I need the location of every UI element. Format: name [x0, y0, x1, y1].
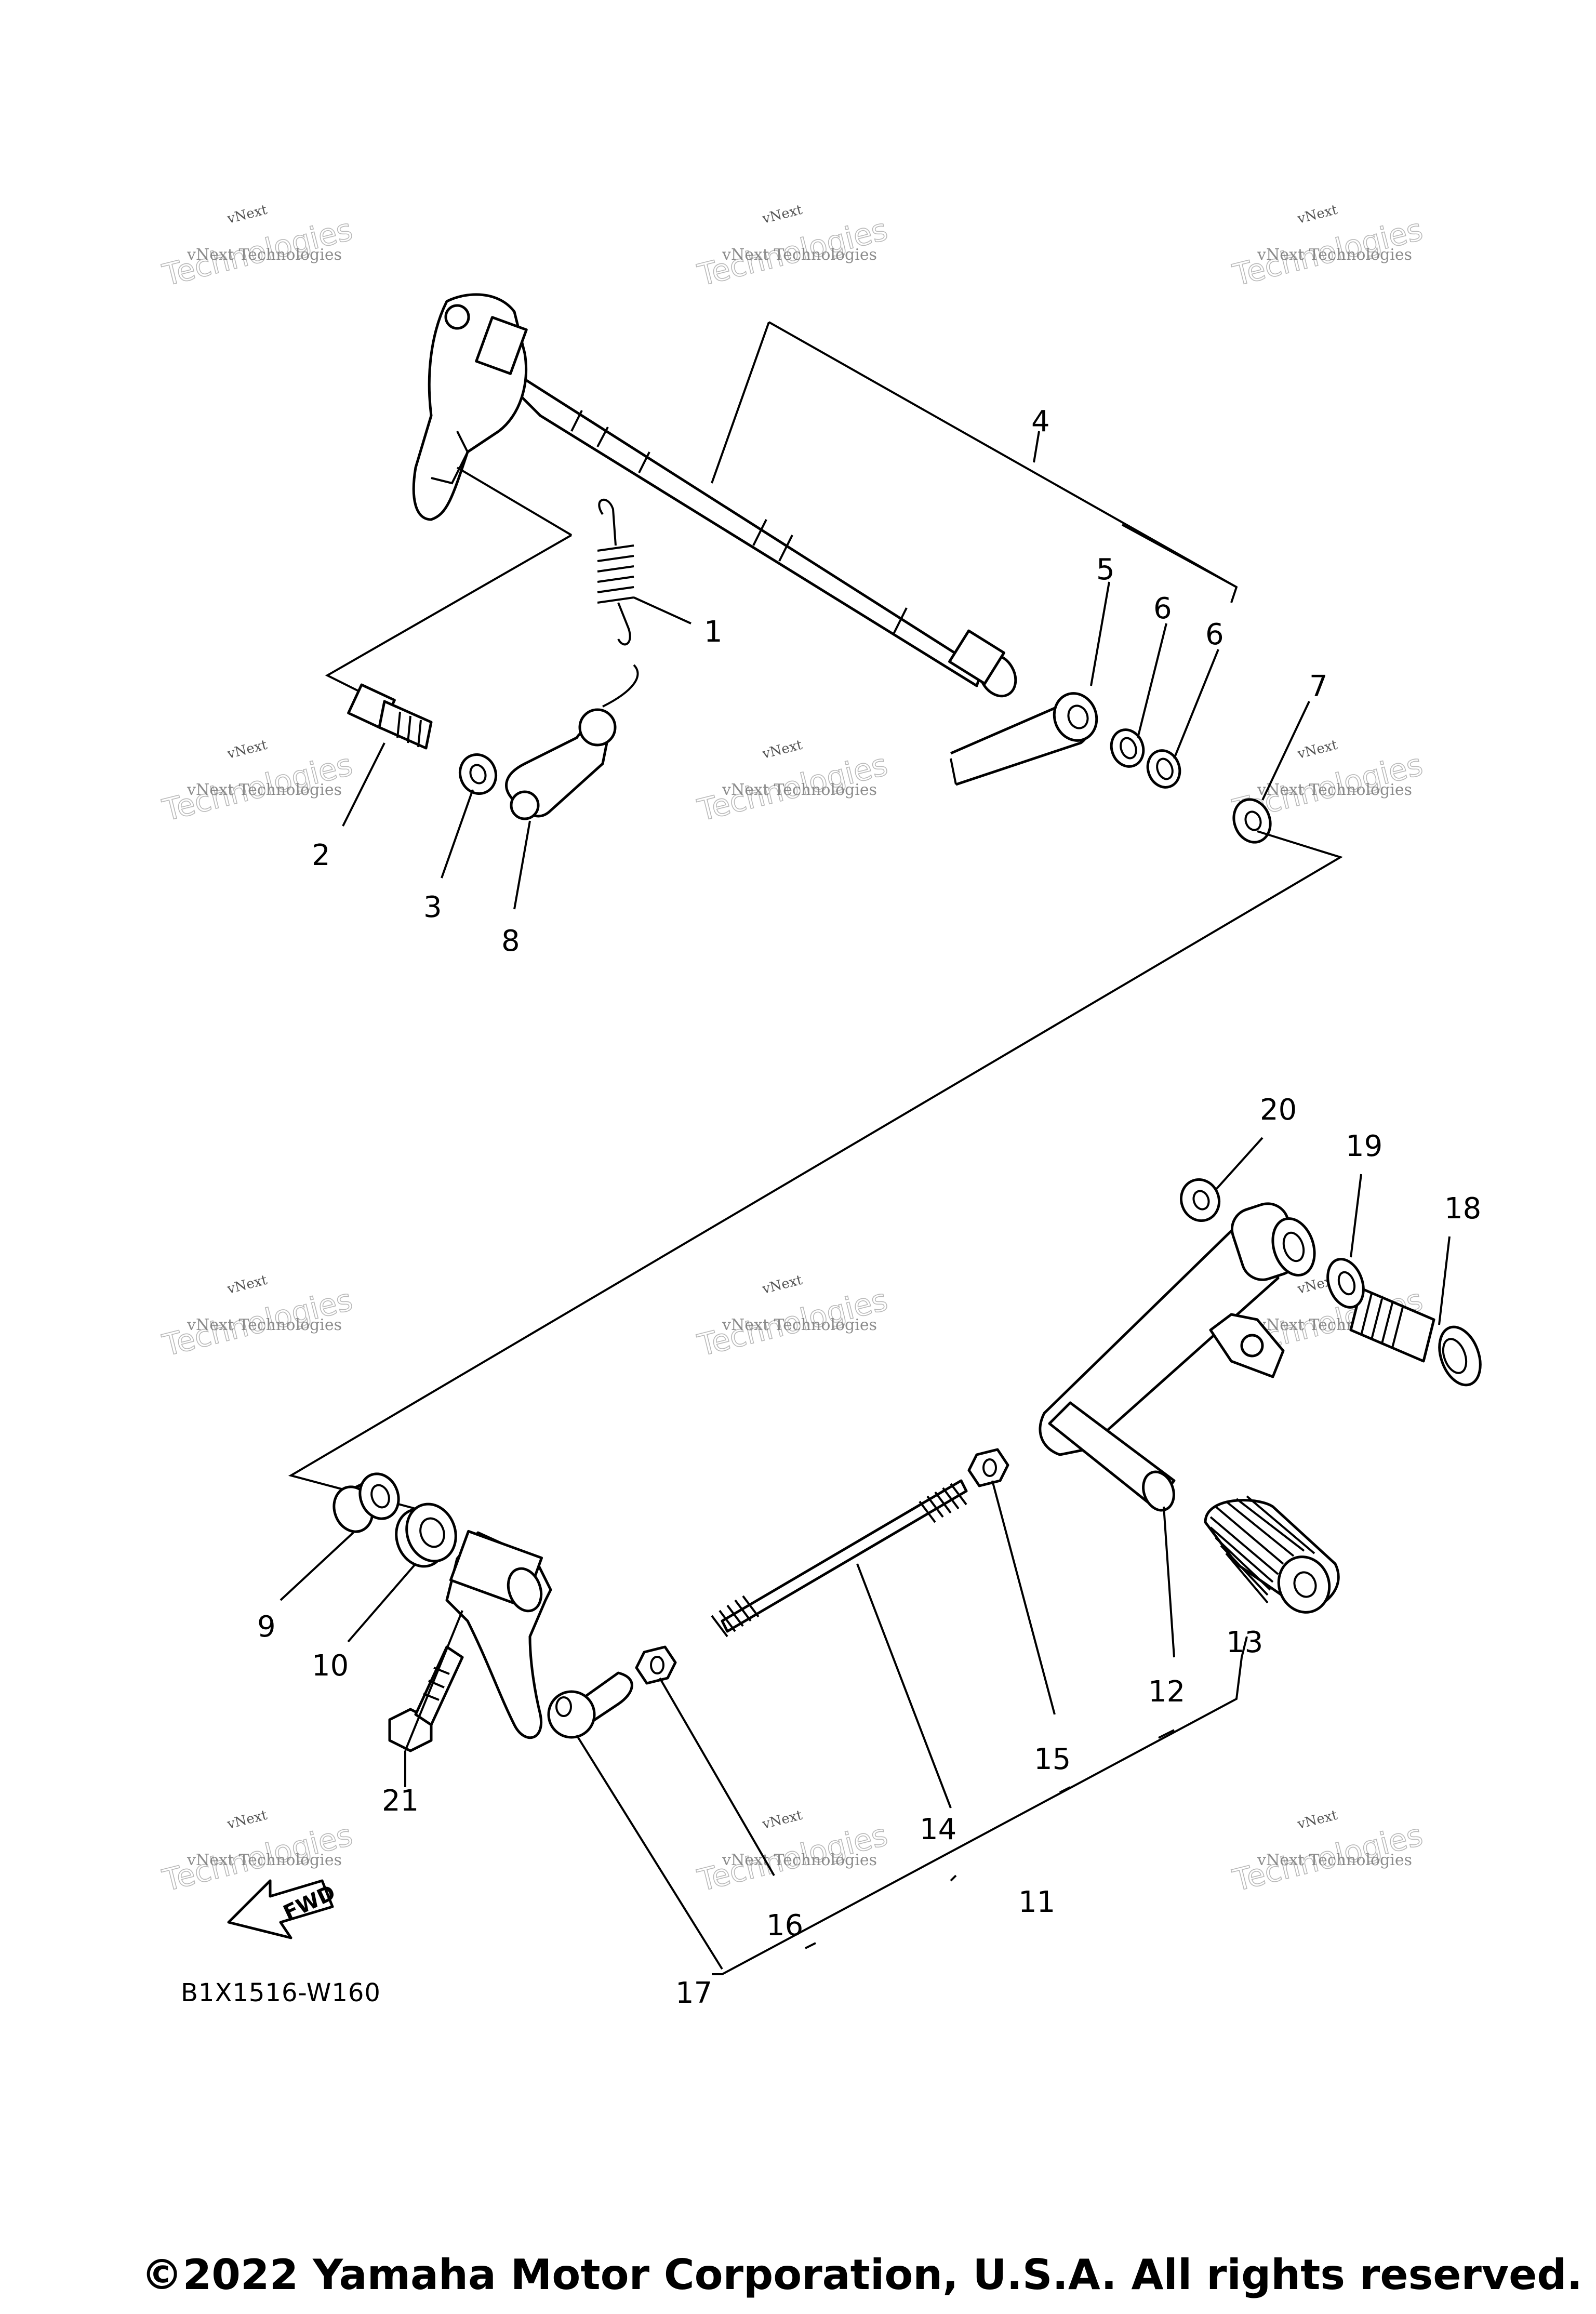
watermark: vNext Technologies vNext Technologies	[1229, 1807, 1427, 1899]
callout-13: 13	[1226, 1626, 1263, 1659]
shift-arm-plate	[412, 293, 528, 521]
watermark: vNext Technologies vNext Technologies	[158, 737, 356, 829]
callout-8: 8	[501, 924, 520, 958]
callout-15: 15	[1034, 1743, 1071, 1776]
shift-pedal	[1039, 1202, 1316, 1512]
svg-text:vNext Technologies: vNext Technologies	[722, 1316, 877, 1334]
svg-text:vNext Technologies: vNext Technologies	[187, 781, 342, 799]
svg-text:vNext: vNext	[1295, 1807, 1339, 1832]
callout-1: 1	[704, 615, 723, 649]
callout-labels: 1 2 3 4 5 6 6 7 8 9 10 11 12 13 14 15 16…	[257, 405, 1481, 2010]
rod-end-17	[547, 1671, 633, 1739]
diagram-code: B1X1516-W160	[181, 1978, 381, 2007]
washer-20	[1180, 1178, 1220, 1222]
washer-3	[459, 753, 497, 795]
circlip-6a	[1110, 728, 1145, 768]
callout-17: 17	[675, 1976, 712, 2010]
watermark: vNext Technologies vNext Technologies	[158, 1272, 356, 1364]
svg-text:vNext Technologies: vNext Technologies	[1257, 781, 1412, 799]
shift-rod-14	[711, 1479, 968, 1638]
svg-text:vNext: vNext	[760, 202, 804, 227]
shift-shaft	[518, 378, 1017, 698]
watermark: vNext Technologies vNext Technologies	[694, 737, 892, 829]
svg-text:vNext: vNext	[1295, 737, 1339, 762]
svg-text:vNext: vNext	[225, 1807, 269, 1832]
pedal-rubber-13	[1204, 1495, 1340, 1614]
svg-text:vNext Technologies: vNext Technologies	[1257, 1851, 1412, 1869]
callout-14: 14	[920, 1813, 956, 1846]
callout-4: 4	[1031, 405, 1050, 438]
fwd-arrow-icon: FWD	[227, 1879, 339, 1939]
callout-7: 7	[1309, 670, 1328, 703]
oil-seal-10	[395, 1502, 457, 1568]
circlip-6b	[1146, 749, 1181, 789]
svg-text:vNext Technologies: vNext Technologies	[187, 1316, 342, 1334]
bolt-2	[347, 683, 433, 750]
svg-text:vNext: vNext	[760, 1272, 804, 1297]
callout-3: 3	[423, 890, 442, 924]
svg-text:vNext Technologies: vNext Technologies	[722, 1851, 877, 1869]
svg-text:vNext: vNext	[225, 1272, 269, 1297]
svg-text:vNext: vNext	[760, 1807, 804, 1832]
watermark: vNext Technologies vNext Technologies	[694, 1807, 892, 1899]
svg-text:vNext: vNext	[760, 737, 804, 762]
callout-12: 12	[1148, 1675, 1185, 1709]
callout-6a: 6	[1153, 592, 1172, 626]
callout-11: 11	[1018, 1885, 1055, 1919]
pivot-bolt-18	[1349, 1287, 1482, 1387]
callout-10: 10	[312, 1649, 349, 1683]
nut-15	[967, 1448, 1009, 1487]
callout-5: 5	[1096, 553, 1115, 587]
stopper-lever-8	[505, 664, 639, 820]
callout-2: 2	[312, 839, 330, 872]
callout-20: 20	[1260, 1093, 1297, 1127]
copyright-notice: ©2022 Yamaha Motor Corporation, U.S.A. A…	[141, 2251, 1582, 2299]
callout-21: 21	[382, 1784, 419, 1818]
svg-text:vNext Technologies: vNext Technologies	[187, 1851, 342, 1869]
svg-text:vNext Technologies: vNext Technologies	[722, 781, 877, 799]
callout-16: 16	[766, 1909, 803, 1943]
watermark: vNext Technologies vNext Technologies	[158, 202, 356, 294]
svg-text:vNext Technologies: vNext Technologies	[187, 246, 342, 264]
callout-9: 9	[257, 1610, 276, 1644]
watermark: vNext Technologies vNext Technologies	[694, 1272, 892, 1364]
bearing-9	[332, 1472, 400, 1533]
lower-leaders	[280, 1137, 1451, 1975]
callout-18: 18	[1444, 1192, 1481, 1226]
svg-text:vNext: vNext	[225, 737, 269, 762]
collar-5	[950, 692, 1098, 786]
svg-text:vNext Technologies: vNext Technologies	[722, 246, 877, 264]
svg-text:vNext Technologies: vNext Technologies	[1257, 246, 1412, 264]
shift-arm-lower	[445, 1530, 552, 1739]
bolt-21	[388, 1645, 464, 1752]
svg-text:vNext: vNext	[1295, 202, 1339, 227]
return-spring	[597, 498, 634, 646]
callout-19: 19	[1346, 1129, 1382, 1163]
callout-6b: 6	[1205, 618, 1224, 651]
watermark: vNext Technologies vNext Technologies	[1229, 202, 1427, 294]
nut-16	[635, 1645, 677, 1685]
shaft-leader	[456, 467, 573, 536]
svg-text:vNext: vNext	[225, 202, 269, 227]
watermark: vNext Technologies vNext Technologies	[694, 202, 892, 294]
washer-19	[1326, 1258, 1365, 1309]
